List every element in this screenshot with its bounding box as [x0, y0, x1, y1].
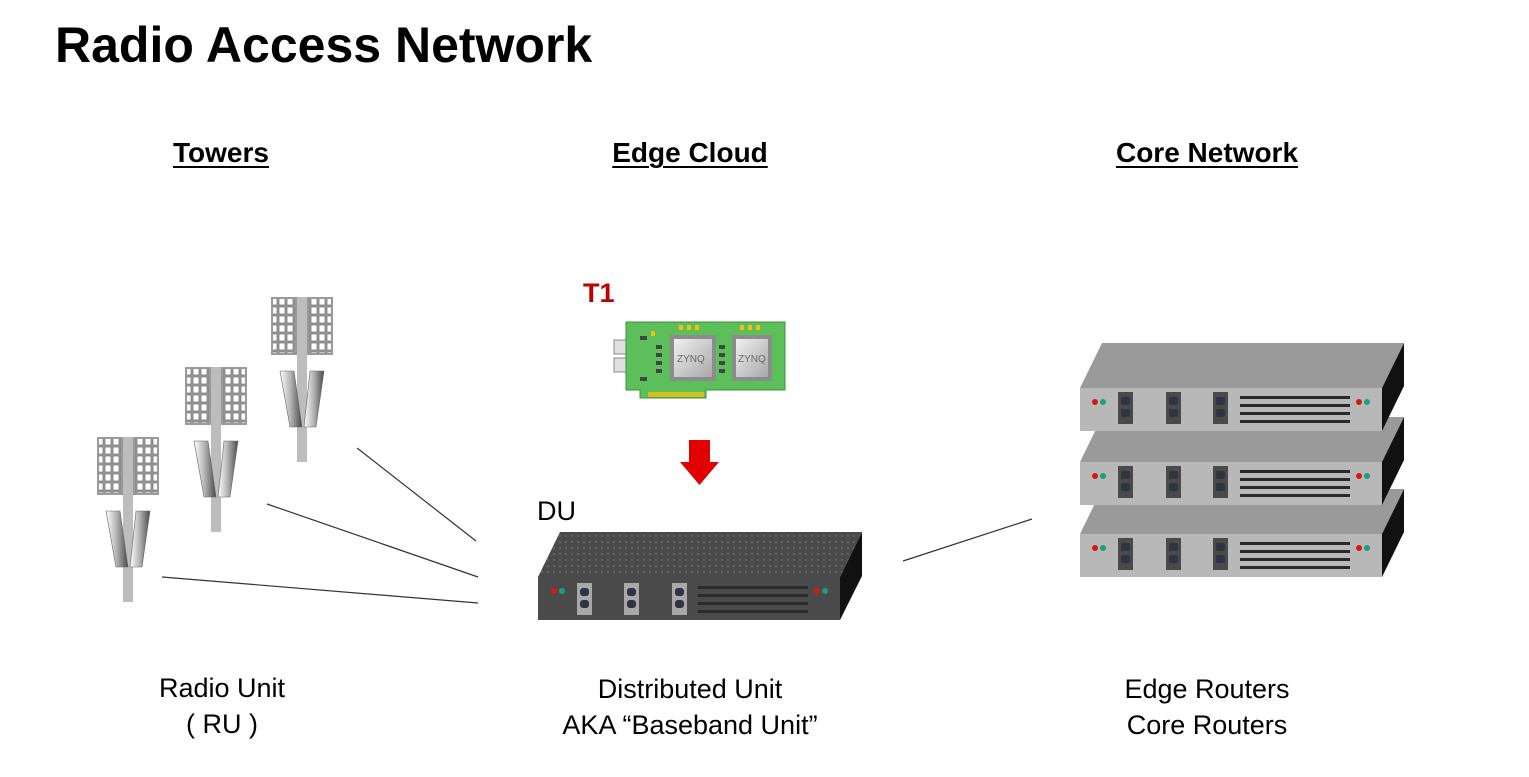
- router-port: [1166, 538, 1181, 570]
- du-server: [538, 532, 862, 620]
- router-port: [1213, 466, 1228, 498]
- router-port: [1118, 392, 1133, 424]
- vent-slot: [1240, 396, 1350, 399]
- caption-towers: Radio Unit ( RU ): [159, 670, 285, 742]
- status-led-red: [1092, 545, 1098, 551]
- link-tower-front-du: [161, 576, 479, 604]
- link-tower-middle-du: [266, 503, 479, 578]
- link-tower-back-du: [356, 447, 477, 542]
- status-led-green: [1364, 399, 1370, 405]
- status-led-green: [1100, 473, 1106, 479]
- status-led-green: [1100, 545, 1106, 551]
- router-top-unit: [1080, 343, 1404, 431]
- caption-core-network: Edge Routers Core Routers: [1124, 671, 1289, 743]
- heading-towers: Towers: [173, 137, 269, 168]
- page-title: Radio Access Network: [55, 17, 593, 73]
- status-led-red: [1092, 473, 1098, 479]
- vent-slot: [1240, 550, 1350, 553]
- caption-towers-line-1: Radio Unit: [158, 673, 286, 703]
- router-port: [1213, 392, 1228, 424]
- vent-slot: [1240, 486, 1350, 489]
- status-led-green: [1364, 473, 1370, 479]
- status-led-green: [1364, 545, 1370, 551]
- vent-slot: [1240, 470, 1350, 473]
- vent-slot: [1240, 558, 1350, 561]
- router-port: [1118, 538, 1133, 570]
- caption-edge-line-2: AKA “Baseband Unit”: [562, 710, 818, 740]
- vent-slot: [1240, 494, 1350, 497]
- router-port: [1118, 466, 1133, 498]
- caption-edge-line-1: Distributed Unit: [597, 674, 783, 704]
- status-led-red: [1356, 473, 1362, 479]
- status-led-red: [1356, 545, 1362, 551]
- vent-slot: [1240, 412, 1350, 415]
- router-port: [1166, 392, 1181, 424]
- caption-edge-cloud: Distributed Unit AKA “Baseband Unit”: [562, 671, 817, 743]
- vent-slot: [1240, 420, 1350, 423]
- status-led-red: [1092, 399, 1098, 405]
- status-led-green: [1100, 399, 1106, 405]
- caption-towers-line-2: ( RU ): [186, 709, 258, 739]
- chip-label-2: ZYNQ: [738, 354, 766, 365]
- vent-slot: [1240, 566, 1350, 569]
- router-port: [1166, 466, 1181, 498]
- t1-label: T1: [583, 278, 615, 308]
- vent-slot: [1240, 478, 1350, 481]
- t1-accelerator-card: ZYNQ ZYNQ: [613, 321, 786, 399]
- router-port: [1213, 538, 1228, 570]
- heading-edge-cloud: Edge Cloud: [612, 137, 768, 168]
- vent-slot: [1240, 404, 1350, 407]
- heading-core-network: Core Network: [1115, 137, 1299, 168]
- chip-label-1: ZYNQ: [677, 354, 705, 365]
- link-du-core: [902, 518, 1033, 562]
- caption-core-line-1: Edge Routers: [1124, 674, 1290, 704]
- down-arrow-icon: [680, 440, 719, 485]
- du-label: DU: [537, 496, 576, 526]
- status-led-red: [1356, 399, 1362, 405]
- vent-slot: [1240, 542, 1350, 545]
- caption-core-line-2: Core Routers: [1126, 710, 1288, 740]
